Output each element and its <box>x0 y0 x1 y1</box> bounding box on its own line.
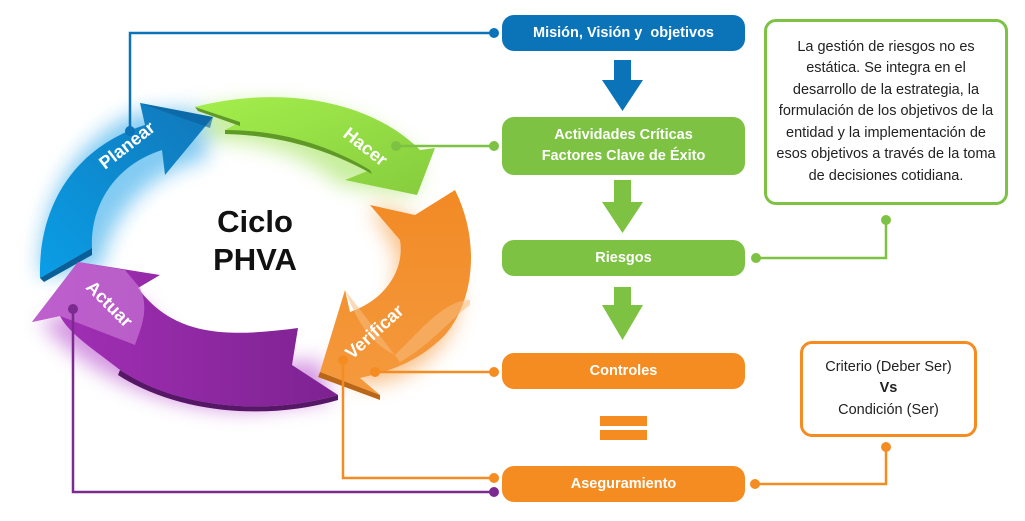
connector-aseguramiento-criterio <box>755 447 888 486</box>
connector-dot <box>751 253 761 263</box>
note-criterio-line1: Criterio (Deber Ser) <box>825 358 952 375</box>
note-riesgos-text: La gestión de riesgos no es estática. Se… <box>776 38 996 184</box>
down-arrow-icon <box>602 287 643 340</box>
box-mision-label: Misión, Visión y objetivos <box>532 24 715 41</box>
connector-dot <box>125 126 135 136</box>
box-actividades-line1: Actividades Críticas <box>554 127 693 143</box>
box-mision[interactable]: Misión, Visión y objetivos <box>502 15 745 51</box>
connector-dot <box>391 141 401 151</box>
connector-dot <box>881 215 891 225</box>
connector-dot <box>68 304 78 314</box>
note-riesgos: La gestión de riesgos no es estática. Se… <box>764 19 1008 205</box>
down-arrow-icon <box>602 180 643 233</box>
connector-actuar-aseguramiento <box>71 309 494 494</box>
box-actividades-line2: Factores Clave de Éxito <box>541 148 706 164</box>
equals-icon <box>600 416 647 440</box>
connector-dot <box>489 28 499 38</box>
arrow-verificar[interactable]: Verificar <box>318 190 472 400</box>
connector-verificar-aseguramiento <box>341 360 494 480</box>
note-criterio-line2: Vs <box>879 380 898 397</box>
connector-dot <box>750 479 760 489</box>
connector-dot <box>881 442 891 452</box>
box-actividades[interactable]: Actividades Críticas Factores Clave de É… <box>502 117 745 175</box>
connector-dot <box>489 141 499 151</box>
note-criterio: Criterio (Deber Ser) Vs Condición (Ser) <box>800 341 977 437</box>
connector-dot <box>489 487 499 497</box>
arrow-actuar[interactable]: Actuar <box>32 262 338 412</box>
cycle-title-line2: PHVA <box>213 242 297 277</box>
cycle-title: Ciclo PHVA <box>200 203 310 279</box>
note-criterio-line3: Condición (Ser) <box>838 401 939 418</box>
connector-planear-mision <box>128 31 494 131</box>
box-controles-label: Controles <box>589 362 658 379</box>
connector-dot <box>489 367 499 377</box>
connector-dot <box>338 355 348 365</box>
box-riesgos[interactable]: Riesgos <box>502 240 745 276</box>
box-controles[interactable]: Controles <box>502 353 745 389</box>
box-aseguramiento-label: Aseguramiento <box>570 475 677 492</box>
down-arrow-icon <box>602 60 643 111</box>
box-aseguramiento[interactable]: Aseguramiento <box>502 466 745 502</box>
box-riesgos-label: Riesgos <box>595 249 652 266</box>
arrow-planear[interactable]: Planear <box>39 103 214 282</box>
connector-riesgos-note <box>756 220 888 260</box>
cycle-title-line1: Ciclo <box>217 204 293 239</box>
connector-dot <box>489 473 499 483</box>
connector-dot <box>370 367 380 377</box>
